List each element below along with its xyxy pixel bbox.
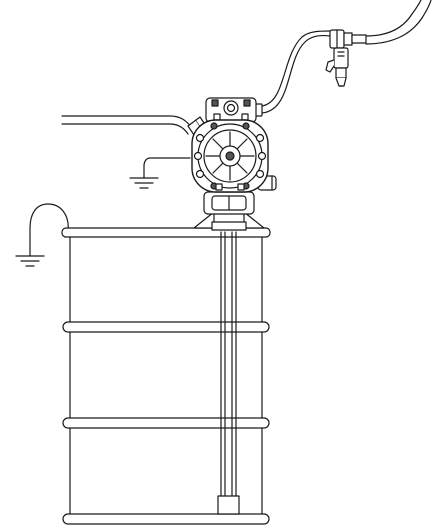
pump-ground [130, 158, 190, 188]
air-supply-hose [62, 116, 208, 138]
drum [62, 228, 270, 524]
diaphragm-pump [192, 98, 276, 230]
discharge-hose [252, 0, 431, 116]
dispense-valve [326, 30, 366, 86]
suction-tube [218, 232, 239, 514]
drum-ground [16, 204, 68, 266]
